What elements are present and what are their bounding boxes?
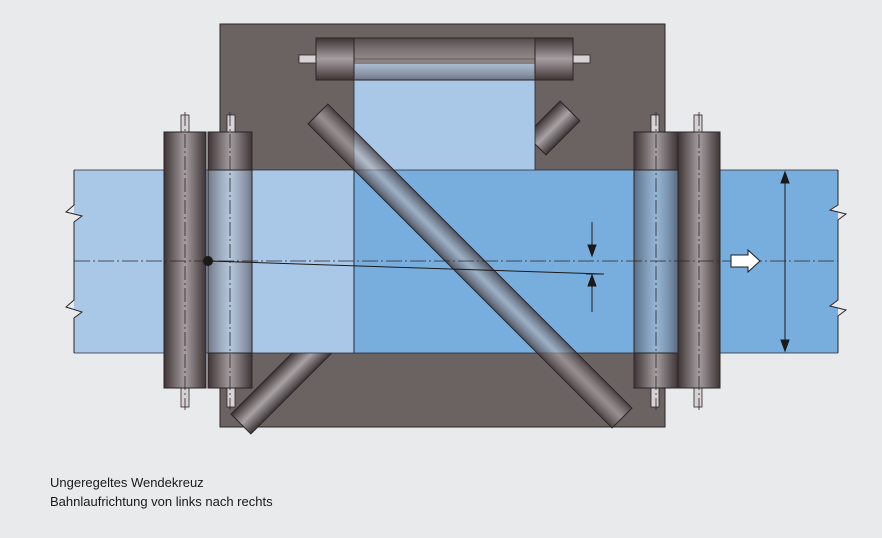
deviation-line	[207, 260, 604, 275]
turn-bar-stub	[525, 100, 581, 156]
web-tear-right	[828, 170, 848, 353]
caption-line-1: Ungeregeltes Wendekreuz	[50, 475, 204, 490]
caption-line-2: Bahnlaufrichtung von links nach rechts	[50, 494, 273, 509]
web-width-arrow	[780, 170, 790, 353]
web-turned-vertical	[354, 64, 535, 170]
web-outgoing	[354, 170, 838, 353]
turn-bar-diagonal-main	[307, 103, 633, 429]
roller-top	[298, 37, 591, 81]
deviation-arrows	[586, 222, 604, 312]
pivot-dot-icon	[203, 256, 213, 266]
arrow-right-icon	[730, 248, 761, 274]
